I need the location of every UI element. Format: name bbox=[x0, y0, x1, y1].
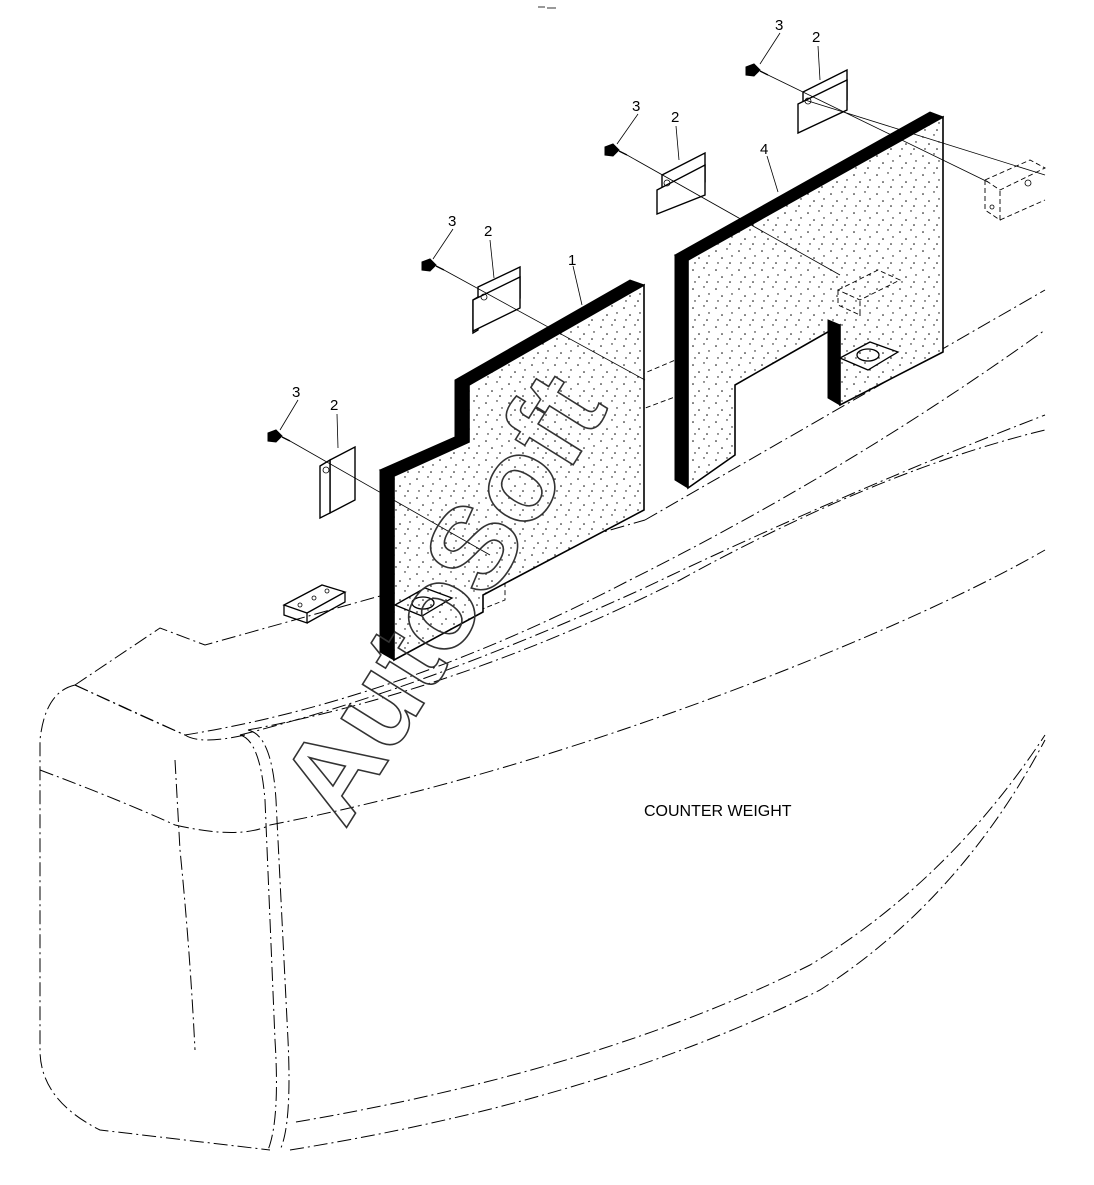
bracket-2a bbox=[319, 445, 356, 520]
callout-3: 3 bbox=[292, 384, 300, 401]
assembly-lines bbox=[289, 74, 1046, 556]
bracket-2d bbox=[797, 68, 848, 135]
watermark: AutoSoft bbox=[255, 351, 631, 843]
bolt-3d bbox=[745, 63, 769, 77]
bolt-3b bbox=[421, 258, 445, 272]
leader-lines bbox=[279, 32, 821, 449]
counterweight-body bbox=[39, 289, 1046, 1151]
plate-1 bbox=[378, 279, 646, 662]
bracket-2b bbox=[472, 265, 521, 335]
callouts: 1 2 2 2 2 3 3 3 3 4 bbox=[292, 17, 820, 414]
callout-2: 2 bbox=[671, 109, 679, 126]
top-mark bbox=[538, 6, 556, 9]
callout-2: 2 bbox=[484, 223, 492, 240]
bolt-3a bbox=[267, 429, 291, 443]
callout-1: 1 bbox=[568, 252, 576, 269]
callout-4: 4 bbox=[760, 141, 768, 158]
bolt-3c bbox=[604, 143, 628, 157]
callout-2: 2 bbox=[812, 29, 820, 46]
caption: COUNTER WEIGHT bbox=[644, 803, 792, 820]
callout-3: 3 bbox=[448, 213, 456, 230]
callout-2: 2 bbox=[330, 397, 338, 414]
callout-3: 3 bbox=[632, 98, 640, 115]
plate-4 bbox=[673, 111, 945, 490]
bracket-2c bbox=[656, 151, 706, 216]
callout-3: 3 bbox=[775, 17, 783, 34]
